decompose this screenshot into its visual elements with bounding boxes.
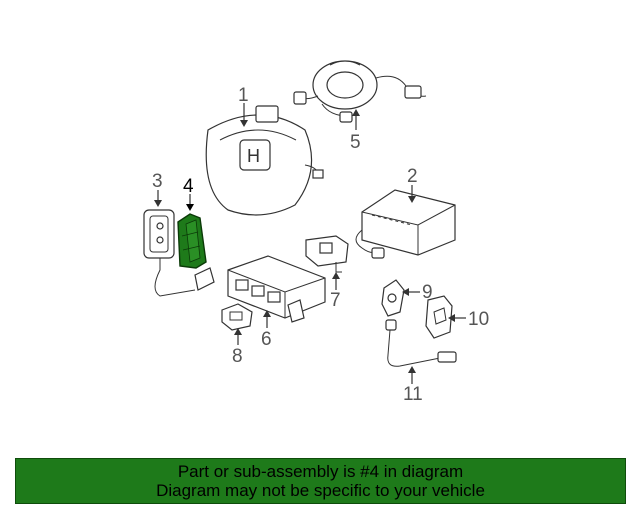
callout-10: 10 [468,309,489,330]
part-4-highlighted [177,194,207,269]
callout-3: 3 [152,171,163,192]
callout-2: 2 [407,166,418,187]
part-11-harness [385,319,457,384]
part-8-connector [221,303,253,345]
part-9-sensor [381,279,420,317]
callout-9: 9 [422,282,433,303]
banner-line-part-number: Part or sub-assembly is #4 in diagram [177,462,464,481]
callout-11: 11 [403,384,423,405]
parts-diagram: H [143,60,489,405]
part-notice-banner: Part or sub-assembly is #4 in diagram Di… [15,458,626,504]
callout-1: 1 [238,85,249,106]
part-1-driver-airbag: H [205,103,324,216]
part-5-cable-reel [293,60,427,130]
part-7-bracket [305,235,349,290]
callout-8: 8 [232,346,243,367]
banner-line-disclaimer: Diagram may not be specific to your vehi… [156,481,485,500]
callout-4: 4 [183,176,194,197]
part-2-passenger-airbag [355,185,456,259]
callout-5: 5 [350,132,361,153]
svg-text:H: H [247,146,260,166]
part-6-control-unit [227,255,326,328]
callout-6: 6 [261,329,272,350]
callout-7: 7 [330,290,341,311]
part-3-side-sensor [143,190,215,297]
part-10-sensor-plate [425,295,466,339]
